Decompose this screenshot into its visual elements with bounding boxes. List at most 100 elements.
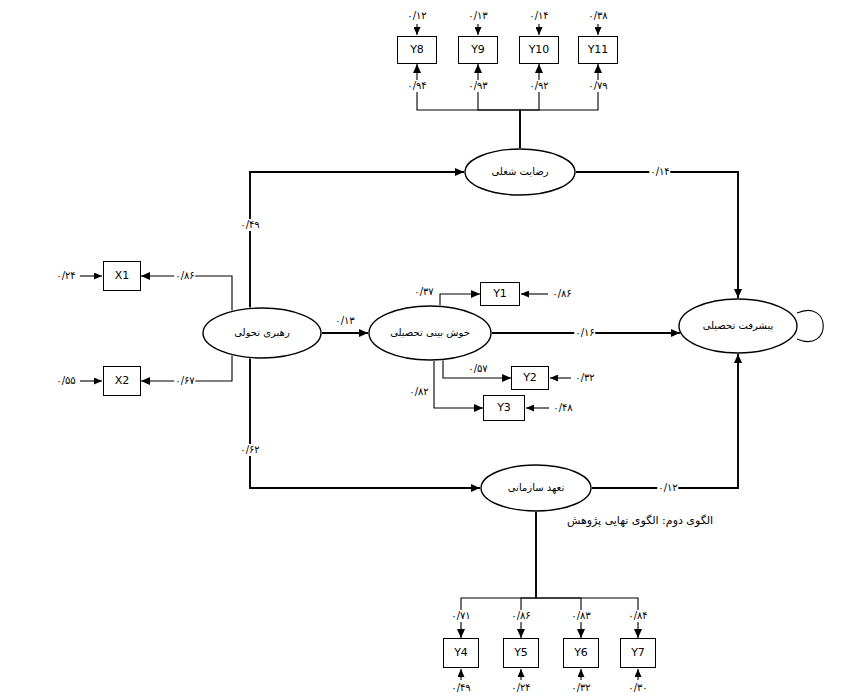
- path-coefficient: ۰/۹۳: [467, 80, 488, 92]
- error-value: ۰/۲۴: [55, 270, 76, 282]
- error-arrow: [550, 377, 571, 378]
- indicator-box: X1: [103, 261, 141, 291]
- error-value: ۰/۱۳: [467, 10, 488, 22]
- path-connector: [576, 172, 738, 298]
- latent-ellipse: پیشرفت تحصیلی: [678, 298, 798, 354]
- path-coefficient: ۰/۳۷: [413, 286, 434, 298]
- node-text: Y9: [471, 43, 485, 56]
- node-text: Y2: [523, 371, 537, 384]
- path-coefficient: ۰/۱۴: [649, 166, 670, 178]
- error-value: ۰/۳۸: [587, 10, 608, 22]
- path-coefficient: ۰/۸۶: [174, 270, 195, 282]
- error-arrow: [526, 407, 549, 408]
- error-value: ۰/۵۵: [55, 375, 76, 387]
- latent-ellipse: رهبری تحولی: [202, 307, 322, 359]
- latent-ellipse: تعهد سازمانی: [480, 464, 592, 512]
- residual-arc: [797, 310, 823, 341]
- node-text: Y6: [574, 646, 588, 659]
- node-text: Y3: [497, 401, 511, 414]
- indicator-box: Y5: [503, 638, 539, 668]
- path-coefficient: ۰/۱۶: [574, 327, 595, 339]
- path-coefficient: ۰/۸۲: [408, 386, 429, 398]
- path-coefficient: ۰/۹۲: [528, 80, 549, 92]
- error-arrow: [460, 669, 461, 680]
- indicator-box: Y8: [397, 36, 437, 64]
- path-connector: [520, 64, 539, 148]
- path-connector: [461, 512, 536, 638]
- node-text: رهبری تحولی: [234, 327, 289, 339]
- node-text: Y8: [410, 43, 424, 56]
- node-text: Y5: [514, 646, 528, 659]
- ellipse-shape: [679, 299, 797, 353]
- node-text: خوش بینی تحصیلی: [390, 327, 470, 339]
- path-connector: [592, 354, 738, 488]
- error-value: ۰/۴۹: [450, 682, 471, 694]
- indicator-box: Y11: [578, 36, 618, 64]
- path-connector: [536, 512, 638, 638]
- path-coefficient: ۰/۸۶: [510, 610, 531, 622]
- latent-ellipse: رضایت شغلی: [464, 148, 576, 196]
- path-coefficient: ۰/۱۲: [657, 482, 678, 494]
- error-arrow: [538, 24, 539, 35]
- path-coefficient: ۰/۵۷: [467, 363, 488, 375]
- path-coefficient: ۰/۱۳: [334, 315, 355, 327]
- ellipse-shape: [369, 306, 491, 360]
- indicator-box: Y7: [620, 638, 656, 668]
- indicator-box: X2: [103, 366, 141, 396]
- error-arrow: [637, 669, 638, 680]
- error-value: ۰/۳۲: [570, 682, 591, 694]
- path-connector: [250, 358, 480, 488]
- path-connector: [322, 332, 368, 334]
- path-coefficient: ۰/۷۱: [450, 610, 471, 622]
- error-value: ۰/۴۸: [552, 402, 573, 414]
- indicator-box: Y4: [443, 638, 479, 668]
- node-text: X1: [115, 269, 130, 282]
- error-arrow: [80, 380, 102, 381]
- node-text: Y11: [588, 43, 609, 56]
- path-coefficient: ۰/۶۲: [239, 444, 260, 456]
- error-arrow: [520, 669, 521, 680]
- path-connector: [443, 360, 511, 378]
- path-coefficient: ۰/۸۴: [627, 610, 648, 622]
- error-value: ۰/۲۴: [510, 682, 531, 694]
- indicator-box: Y3: [483, 395, 525, 421]
- error-value: ۰/۱۴: [528, 10, 549, 22]
- path-coefficient: ۰/۷۹: [587, 80, 608, 92]
- error-arrow: [597, 24, 598, 35]
- node-text: Y7: [631, 646, 645, 659]
- path-coefficient: ۰/۴۹: [239, 219, 260, 231]
- path-coefficient: ۰/۶۷: [174, 375, 195, 387]
- error-value: ۰/۳۰: [627, 682, 648, 694]
- latent-ellipse: خوش بینی تحصیلی: [368, 305, 492, 361]
- indicator-box: Y1: [480, 282, 520, 306]
- error-arrow: [80, 275, 102, 276]
- node-text: Y4: [454, 646, 468, 659]
- node-text: Y10: [529, 43, 550, 56]
- error-arrow: [477, 24, 478, 35]
- error-value: ۰/۸۶: [551, 288, 572, 300]
- path-coefficient: ۰/۹۴: [406, 80, 427, 92]
- ellipse-shape: [465, 149, 575, 195]
- path-connector: [250, 172, 464, 308]
- indicator-box: Y2: [511, 366, 549, 390]
- node-text: پیشرفت تحصیلی: [703, 320, 774, 332]
- node-text: رضایت شغلی: [492, 166, 549, 178]
- path-connector: [417, 64, 520, 148]
- node-text: X2: [115, 374, 130, 387]
- figure-caption: الگوی دوم: الگوی نهایی پژوهش: [566, 515, 714, 527]
- path-connector: [478, 64, 520, 148]
- node-text: تعهد سازمانی: [508, 482, 564, 494]
- indicator-box: Y6: [563, 638, 599, 668]
- error-value: ۰/۳۲: [574, 372, 595, 384]
- path-connector: [520, 64, 598, 148]
- error-arrow: [416, 24, 417, 35]
- error-arrow: [580, 669, 581, 680]
- path-connector: [440, 294, 480, 305]
- error-arrow: [521, 293, 548, 294]
- error-value: ۰/۱۲: [406, 10, 427, 22]
- ellipse-shape: [203, 308, 321, 358]
- indicator-box: Y10: [519, 36, 559, 64]
- node-text: Y1: [493, 287, 507, 300]
- indicator-box: Y9: [458, 36, 498, 64]
- ellipse-shape: [481, 465, 591, 511]
